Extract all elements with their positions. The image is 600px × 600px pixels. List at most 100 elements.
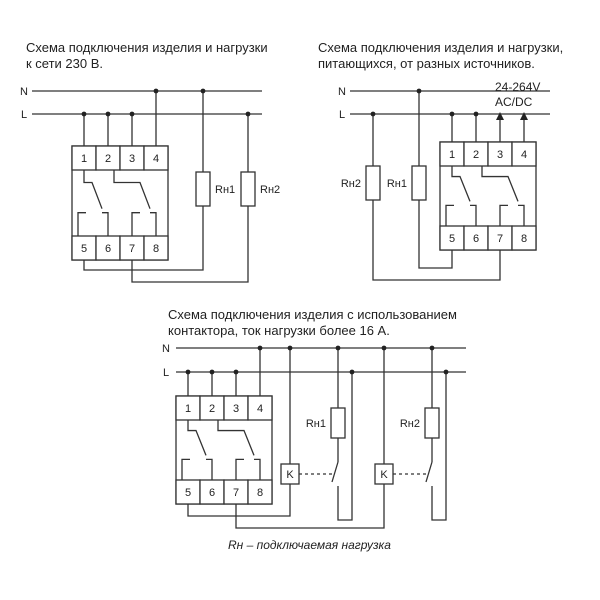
diagram2-caption-line2: питающихся, от разных источников. bbox=[318, 56, 535, 71]
supply-arrow-icon bbox=[496, 112, 504, 120]
terminal-label: 6 bbox=[209, 487, 215, 499]
junction-dot bbox=[81, 111, 87, 117]
junction-dot bbox=[105, 111, 111, 117]
junction-dot bbox=[233, 369, 239, 375]
junction-dot bbox=[209, 369, 215, 375]
relay-contact bbox=[481, 166, 519, 202]
neutral-label: N bbox=[162, 343, 170, 355]
load-label: Rн1 bbox=[387, 178, 407, 190]
terminal-label: 8 bbox=[153, 243, 159, 255]
relay-contact bbox=[499, 204, 508, 226]
terminal-label: 3 bbox=[233, 403, 239, 415]
footnote: Rн – подключаемая нагрузка bbox=[228, 538, 391, 552]
terminal-label: 4 bbox=[257, 403, 263, 415]
terminal-4 bbox=[247, 395, 273, 421]
terminal-label: 1 bbox=[185, 403, 191, 415]
wire bbox=[418, 200, 453, 269]
terminal-label: 4 bbox=[153, 153, 159, 165]
junction-dot bbox=[185, 369, 191, 375]
terminal-5 bbox=[71, 235, 97, 261]
diagram1-caption-line2: к сети 230 В. bbox=[26, 56, 104, 71]
load-label: Rн2 bbox=[260, 184, 280, 196]
terminal-3 bbox=[119, 145, 145, 171]
line-label: L bbox=[21, 109, 27, 121]
terminal-label: 6 bbox=[473, 233, 479, 245]
wire bbox=[431, 372, 447, 521]
load-label: Rн1 bbox=[215, 184, 235, 196]
terminal-label: 5 bbox=[185, 487, 191, 499]
diagram3-caption-line2: контактора, ток нагрузки более 16 А. bbox=[168, 323, 390, 338]
neutral-label: N bbox=[20, 86, 28, 98]
relay-contact bbox=[518, 204, 525, 226]
junction-dot bbox=[473, 111, 479, 117]
terminal-5 bbox=[439, 225, 465, 251]
terminal-3 bbox=[487, 141, 513, 167]
terminal-label: 5 bbox=[81, 243, 87, 255]
terminal-label: 5 bbox=[449, 233, 455, 245]
terminal-6 bbox=[95, 235, 121, 261]
terminal-label: 2 bbox=[209, 403, 215, 415]
terminal-label: 2 bbox=[105, 153, 111, 165]
junction-dot bbox=[335, 345, 341, 351]
terminal-3 bbox=[223, 395, 249, 421]
load-resistor bbox=[365, 165, 381, 201]
relay-contact bbox=[254, 458, 261, 480]
load-label: Rн2 bbox=[341, 178, 361, 190]
junction-dot bbox=[443, 369, 449, 375]
terminal-label: 7 bbox=[129, 243, 135, 255]
relay-contact bbox=[470, 204, 477, 226]
terminal-4 bbox=[511, 141, 537, 167]
junction-dot bbox=[349, 369, 355, 375]
load-resistor bbox=[411, 165, 427, 201]
terminal-label: 7 bbox=[233, 487, 239, 499]
supply-voltage-label: 24-264V bbox=[495, 80, 540, 94]
terminal-8 bbox=[511, 225, 537, 251]
relay-contact bbox=[113, 170, 151, 209]
junction-dot bbox=[200, 88, 206, 94]
relay-contact bbox=[217, 420, 255, 456]
supply-arrow-icon bbox=[520, 112, 528, 120]
terminal-label: 2 bbox=[473, 149, 479, 161]
junction-dot bbox=[416, 88, 422, 94]
wire bbox=[235, 484, 385, 529]
junction-dot bbox=[381, 345, 387, 351]
relay-contact bbox=[181, 458, 190, 480]
line-label: L bbox=[163, 367, 169, 379]
terminal-label: 1 bbox=[449, 149, 455, 161]
load-resistor bbox=[330, 407, 346, 439]
load-label: Rн1 bbox=[306, 418, 326, 430]
relay-contact bbox=[150, 212, 157, 236]
junction-dot bbox=[287, 345, 293, 351]
junction-dot bbox=[429, 345, 435, 351]
relay-contact bbox=[131, 212, 140, 236]
relay-contact bbox=[83, 170, 103, 209]
relay-contact bbox=[77, 212, 86, 236]
contactor-label: K bbox=[380, 469, 388, 481]
neutral-label: N bbox=[338, 86, 346, 98]
relay-contact bbox=[102, 212, 109, 236]
terminal-label: 8 bbox=[521, 233, 527, 245]
contactor-switch bbox=[425, 461, 433, 483]
diagram2-caption-line1: Схема подключения изделия и нагрузки, bbox=[318, 40, 564, 55]
terminal-label: 6 bbox=[105, 243, 111, 255]
terminal-label: 1 bbox=[81, 153, 87, 165]
relay-contact bbox=[445, 204, 454, 226]
terminal-label: 7 bbox=[497, 233, 503, 245]
load-resistor bbox=[424, 407, 440, 439]
relay-contact bbox=[235, 458, 244, 480]
junction-dot bbox=[257, 345, 263, 351]
wire bbox=[83, 206, 204, 271]
contactor-switch bbox=[331, 461, 339, 483]
wire bbox=[372, 200, 501, 281]
terminal-2 bbox=[95, 145, 121, 171]
diagram3-caption-line1: Схема подключения изделия с использовани… bbox=[168, 307, 457, 322]
terminal-4 bbox=[143, 145, 169, 171]
wire bbox=[187, 484, 291, 517]
wire bbox=[337, 372, 353, 521]
terminal-2 bbox=[463, 141, 489, 167]
junction-dot bbox=[449, 111, 455, 117]
junction-dot bbox=[245, 111, 251, 117]
junction-dot bbox=[153, 88, 159, 94]
line-label: L bbox=[339, 109, 345, 121]
wire bbox=[131, 206, 249, 283]
